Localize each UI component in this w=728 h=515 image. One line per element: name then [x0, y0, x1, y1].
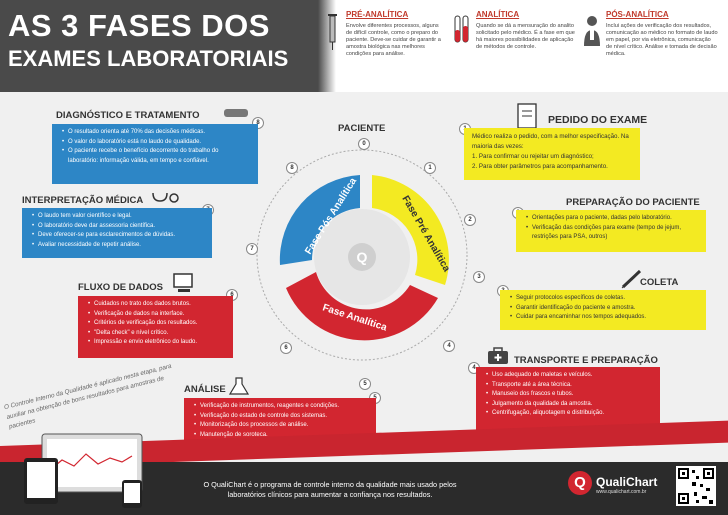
- phase-text: Inclui ações de verificação dos resultad…: [606, 23, 718, 57]
- list-item: Verificação de instrumentos, reagentes e…: [194, 402, 368, 412]
- list-item: Avaliar necessidade de repetir análise.: [32, 241, 204, 251]
- flask-icon: [228, 377, 250, 395]
- page-title-line2: EXAMES LABORATORIAIS: [8, 46, 289, 71]
- step-number-4: 4: [443, 340, 455, 352]
- step-number-8: 8: [286, 162, 298, 174]
- syringe-icon: [328, 14, 337, 50]
- step-number-7: 7: [246, 243, 258, 255]
- list-item: O laudo tem valor científico e legal.: [32, 212, 204, 222]
- transporte-title: TRANSPORTE E PREPARAÇÃO: [514, 355, 658, 366]
- test-tubes-icon: [454, 15, 469, 43]
- phase-pre-analitica: PRÉ-ANALÍTICA Envolve diferentes process…: [322, 6, 452, 86]
- coleta-title: COLETA: [640, 277, 679, 288]
- analise-title: ANÁLISE: [184, 384, 226, 395]
- coleta-box: Seguir protocolos específicos de coletas…: [500, 290, 706, 330]
- list-item: 1. Para confirmar ou rejeitar um diagnós…: [472, 153, 594, 160]
- phase-text: Quando se dá a mensuração do analito sol…: [476, 23, 575, 50]
- list-item: O paciente recebe o benefício decorrente…: [62, 147, 250, 166]
- step-number-5: 5: [359, 378, 371, 390]
- phase-title: PRÉ-ANALÍTICA: [346, 10, 409, 19]
- list-item: Orientações para o paciente, dadas pelo …: [526, 214, 698, 224]
- cycle-ring: [256, 149, 468, 361]
- logo-url: www.qualichart.com.br: [596, 489, 647, 495]
- title-band: AS 3 FASES DOS EXAMES LABORATORIAIS: [0, 0, 318, 92]
- list-item: Garantir identificação do paciente e amo…: [510, 304, 698, 314]
- page-title-line1: AS 3 FASES DOS: [8, 8, 270, 43]
- list-item: Seguir protocolos específicos de coletas…: [510, 294, 698, 304]
- fluxo-title: FLUXO DE DADOS: [78, 282, 163, 293]
- list-item: 2. Para obter parâmetros para acompanham…: [472, 163, 608, 170]
- list-item: "Delta check" e nível crítico.: [88, 329, 225, 339]
- list-item: O valor do laboratório está no laudo de …: [62, 138, 250, 148]
- segment-analitica: [286, 272, 438, 341]
- list-item: Monitorização dos processos de análise.: [194, 421, 368, 431]
- pedido-box: Médico realiza o pedido, com a melhor es…: [464, 128, 640, 180]
- step-number-0: 0: [358, 138, 370, 150]
- footer-text: O QualiChart é o programa de controle in…: [160, 480, 500, 500]
- footer-line2: laboratórios clínicos para aumentar a co…: [227, 490, 433, 499]
- qualichart-logo: Q QualiChart www.qualichart.com.br: [568, 469, 668, 499]
- segment-pos-analitica: [279, 175, 360, 265]
- list-item: O resultado orienta até 70% das decisões…: [62, 128, 250, 138]
- list-item: Critérios de verificação dos resultados.: [88, 319, 225, 329]
- medical-case-icon: [488, 347, 508, 364]
- preparacao-box: Orientações para o paciente, dadas pelo …: [516, 210, 706, 252]
- list-item: Julgamento da qualidade da amostra.: [486, 400, 652, 410]
- logo-name: QualiChart: [596, 475, 658, 489]
- pedido-intro: Médico realiza o pedido, com a melhor es…: [472, 133, 629, 150]
- center-logo-icon: [348, 243, 376, 271]
- devices-illustration-icon: [24, 433, 143, 508]
- interpretacao-box: O laudo tem valor científico e legal. O …: [22, 208, 212, 258]
- pedido-title: PEDIDO DO EXAME: [548, 114, 648, 126]
- fluxo-box: Cuidados no trato dos dados brutos. Veri…: [78, 296, 233, 358]
- phase-pos-analitica: PÓS-ANALÍTICA Inclui ações de verificaçã…: [582, 6, 722, 86]
- preparacao-title: PREPARAÇÃO DO PACIENTE: [566, 197, 700, 208]
- computer-icon: [173, 273, 193, 292]
- quality-control-note: O Controle Interno da Qualidade é aplica…: [3, 362, 173, 431]
- phase-title: PÓS-ANALÍTICA: [606, 10, 669, 19]
- phase-analitica: ANALÍTICA Quando se dá a mensuração do a…: [452, 6, 582, 86]
- doctor-icon: [584, 16, 600, 46]
- list-item: Centrifugação, aliquotagem e distribuiçã…: [486, 409, 652, 419]
- list-item: Verificação de dados na interface.: [88, 310, 225, 320]
- hands-icon: [224, 109, 248, 117]
- diagnostico-box: O resultado orienta até 70% das decisões…: [52, 124, 258, 184]
- syringe-icon: [621, 269, 642, 289]
- step-number-3: 3: [473, 271, 485, 283]
- transporte-box: Uso adequado de maletas e veículos. Tran…: [476, 367, 660, 431]
- list-item: Verificação das condições para exame (te…: [526, 224, 698, 243]
- step-number-2: 2: [464, 214, 476, 226]
- svg-text:Q: Q: [357, 249, 368, 265]
- prescription-icon: [517, 103, 537, 129]
- list-item: Impressão e envio eletrônico do laudo.: [88, 338, 225, 348]
- footer-line1: O QualiChart é o programa de controle in…: [203, 480, 457, 489]
- phase-text: Envolve diferentes processos, alguns de …: [346, 23, 441, 57]
- list-item: Cuidar para encaminhar nos tempos adequa…: [510, 313, 698, 323]
- list-item: Uso adequado de maletas e veículos.: [486, 371, 652, 381]
- qr-code-icon: [676, 466, 716, 506]
- list-item: Manutenção de soroteca.: [194, 431, 368, 441]
- list-item: Cuidados no trato dos dados brutos.: [88, 300, 225, 310]
- list-item: Deve oferecer-se para esclarecimentos de…: [32, 231, 204, 241]
- segment-pre-analitica: [372, 175, 449, 285]
- list-item: Transporte até a área técnica.: [486, 381, 652, 391]
- patient-label: PACIENTE: [338, 123, 386, 134]
- list-item: Verificação do estado de controle dos si…: [194, 412, 368, 422]
- list-item: Manuseio dos frascos e tubos.: [486, 390, 652, 400]
- phase-cycle-diagram: Q Fase Pós Analítica Fase Pré Analítica …: [256, 149, 468, 361]
- interpretacao-title: INTERPRETAÇÃO MÉDICA: [22, 195, 144, 206]
- diagnostico-title: DIAGNÓSTICO E TRATAMENTO: [56, 110, 200, 121]
- logo-mark-icon: Q: [568, 471, 592, 495]
- step-number-1: 1: [424, 162, 436, 174]
- phase-title: ANALÍTICA: [476, 10, 520, 19]
- stethoscope-icon: [152, 192, 179, 203]
- step-number-6: 6: [280, 342, 292, 354]
- list-item: O laboratório deve dar assessoria cientí…: [32, 222, 204, 232]
